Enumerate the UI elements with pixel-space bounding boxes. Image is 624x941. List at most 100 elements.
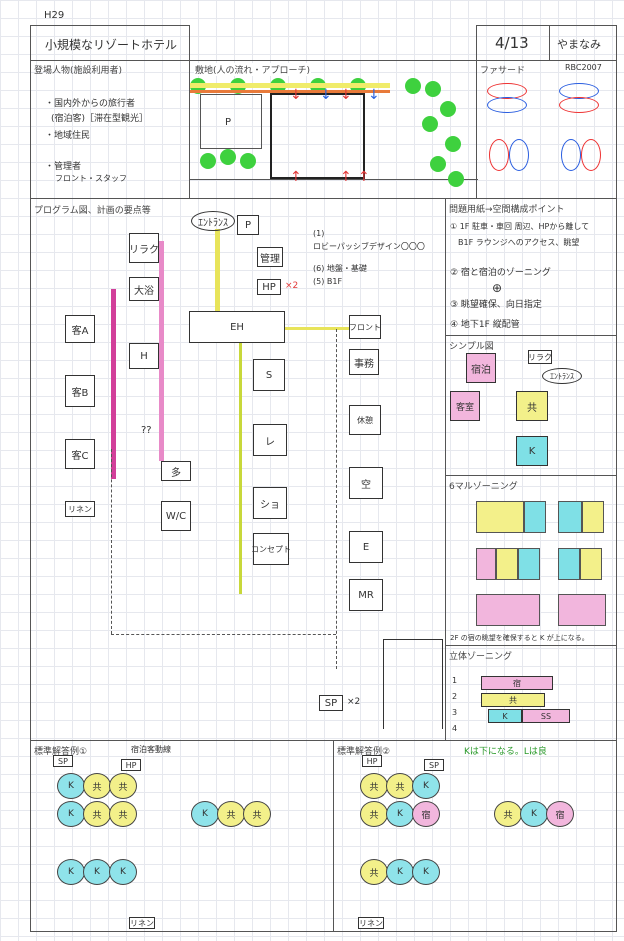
zone-block xyxy=(496,548,518,580)
hp-box: HP xyxy=(257,279,281,295)
linen-label: リネン xyxy=(68,504,92,514)
point-item: ② 宿と宿泊のゾーニング xyxy=(450,268,551,278)
title-cell: 小規模なリゾートホテル xyxy=(30,25,190,61)
h-box: H xyxy=(129,343,159,369)
hp-tag: HP xyxy=(362,755,382,767)
front-label: フロント xyxy=(349,322,381,332)
lounge-label: ｴﾝﾄﾗﾝｽ xyxy=(550,371,574,381)
question-mark: ?? xyxy=(141,425,152,436)
zone-block xyxy=(558,594,606,626)
point-item: ④ 地下1F 縦配管 xyxy=(450,320,520,330)
admin-box: 管理 xyxy=(257,247,283,267)
sp-tag: SP xyxy=(424,759,444,771)
note: ロビーパッシブデザイン〇〇〇 xyxy=(313,242,425,251)
zone-block xyxy=(580,548,602,580)
sp-tag: SP xyxy=(53,755,73,767)
circulation-line xyxy=(285,327,355,330)
linen-tag: リネン xyxy=(358,917,384,929)
road-edge xyxy=(190,90,390,93)
bath-box: 大浴 xyxy=(129,277,159,301)
restaurant-box: レ xyxy=(253,424,287,456)
guest-c-label: 客C xyxy=(71,450,89,462)
section-title: 敷地(人の流れ・アプローチ) xyxy=(194,63,312,76)
zone-block xyxy=(582,501,604,533)
zone-circle: 共 xyxy=(494,801,522,827)
service-line xyxy=(111,634,336,635)
simple-panel: シンプル図 宿泊 客室 共 K リラク ｴﾝﾄﾗﾝｽ xyxy=(445,335,617,476)
facade-note: RBC2007 xyxy=(565,63,602,72)
zone-circle: K xyxy=(83,859,111,885)
section-title: ファサード xyxy=(480,66,526,76)
zone-circle: 共 xyxy=(360,859,388,885)
zone-circle: K xyxy=(57,773,85,799)
arrow-down-icon: ↓ xyxy=(290,87,302,103)
section-sketch xyxy=(383,639,443,729)
rest-box: 休憩 xyxy=(349,405,381,435)
site-boundary xyxy=(190,179,478,180)
void-label: 空 xyxy=(361,479,371,491)
common-box: 共 xyxy=(516,391,548,421)
zone-circle: 共 xyxy=(243,801,271,827)
section-title: 標準解答例② xyxy=(337,747,391,757)
program-panel: プログラム図、計画の要点等 ｴﾝﾄﾗﾝｽ P 管理 HP ×2 EH (1) ロ… xyxy=(30,198,446,741)
floor-label: 1 xyxy=(452,676,458,685)
zone-circle: 共 xyxy=(83,801,111,827)
arrow-up-icon: ↑ xyxy=(290,169,302,185)
floor-label: 3 xyxy=(452,708,458,717)
circulation-line xyxy=(215,229,220,329)
zoom-cursor-icon[interactable]: ⊕ xyxy=(492,281,503,295)
tree-icon xyxy=(440,101,456,117)
zone-circle: K xyxy=(57,859,85,885)
service-line xyxy=(111,449,112,634)
zone-circle: 共 xyxy=(360,773,388,799)
zone-bar: 共 xyxy=(481,693,545,707)
zone-block xyxy=(558,501,582,533)
zone-circle: 共 xyxy=(109,773,137,799)
guest-a-label: 客A xyxy=(71,325,89,337)
zone-bar: K xyxy=(488,709,522,723)
bath-label: 大浴 xyxy=(134,285,154,297)
circulation-line xyxy=(239,339,242,594)
zone-block xyxy=(518,548,540,580)
character-item: ・地域住民 xyxy=(45,131,91,141)
point-item: ① 1F 駐車・車回 周辺、HPから離して xyxy=(450,222,590,231)
arrow-down-icon: ↓ xyxy=(340,87,352,103)
section-title: 標準解答例① xyxy=(34,747,88,757)
restaurant-label: レ xyxy=(265,436,275,448)
author-text: やまなみ xyxy=(557,38,601,51)
facade-volume xyxy=(509,139,529,171)
zone-bar-label: K xyxy=(502,711,508,721)
multi-box: 多 xyxy=(161,461,191,481)
zone-block xyxy=(524,501,546,533)
zone-circle: 共 xyxy=(83,773,111,799)
h-label: H xyxy=(140,350,148,362)
zone-circle: K xyxy=(520,801,548,827)
s-label: S xyxy=(265,369,273,381)
parking-label: P xyxy=(244,219,252,231)
zoning6-panel: 6マルゾーニング 2F の宿の眺望を確保すると K が上になる。 xyxy=(445,475,617,646)
guestroom-box: 客室 xyxy=(450,391,480,421)
character-item: ・管理者 xyxy=(45,162,82,172)
section-title: 問題用紙→空間構成ポイント xyxy=(449,205,565,215)
section-title: 立体ゾーニング xyxy=(449,652,513,662)
zone-circle: K xyxy=(109,859,137,885)
concept-label: コンセプト xyxy=(251,544,291,554)
multi-label: 多 xyxy=(171,467,181,479)
zone-circle: 共 xyxy=(217,801,245,827)
tree-icon xyxy=(240,153,256,169)
facade-panel: ファサード RBC2007 xyxy=(476,60,617,199)
tree-icon xyxy=(200,153,216,169)
hp-label: HP xyxy=(262,281,276,293)
guestroom-label: 客室 xyxy=(455,402,474,413)
point-item: ③ 眺望確保、向日指定 xyxy=(450,300,542,310)
character-item: ・国内外からの旅行者 xyxy=(45,99,136,109)
tree-icon xyxy=(430,156,446,172)
floor-label: 2 xyxy=(452,692,458,701)
zoning-note: 2F の宿の眺望を確保すると K が上になる。 xyxy=(450,634,589,642)
road xyxy=(190,83,390,88)
zone-circle: K xyxy=(412,773,440,799)
sp-label: SP xyxy=(324,697,338,709)
relax-label: リラク xyxy=(528,352,552,362)
rest-label: 休憩 xyxy=(357,415,373,425)
